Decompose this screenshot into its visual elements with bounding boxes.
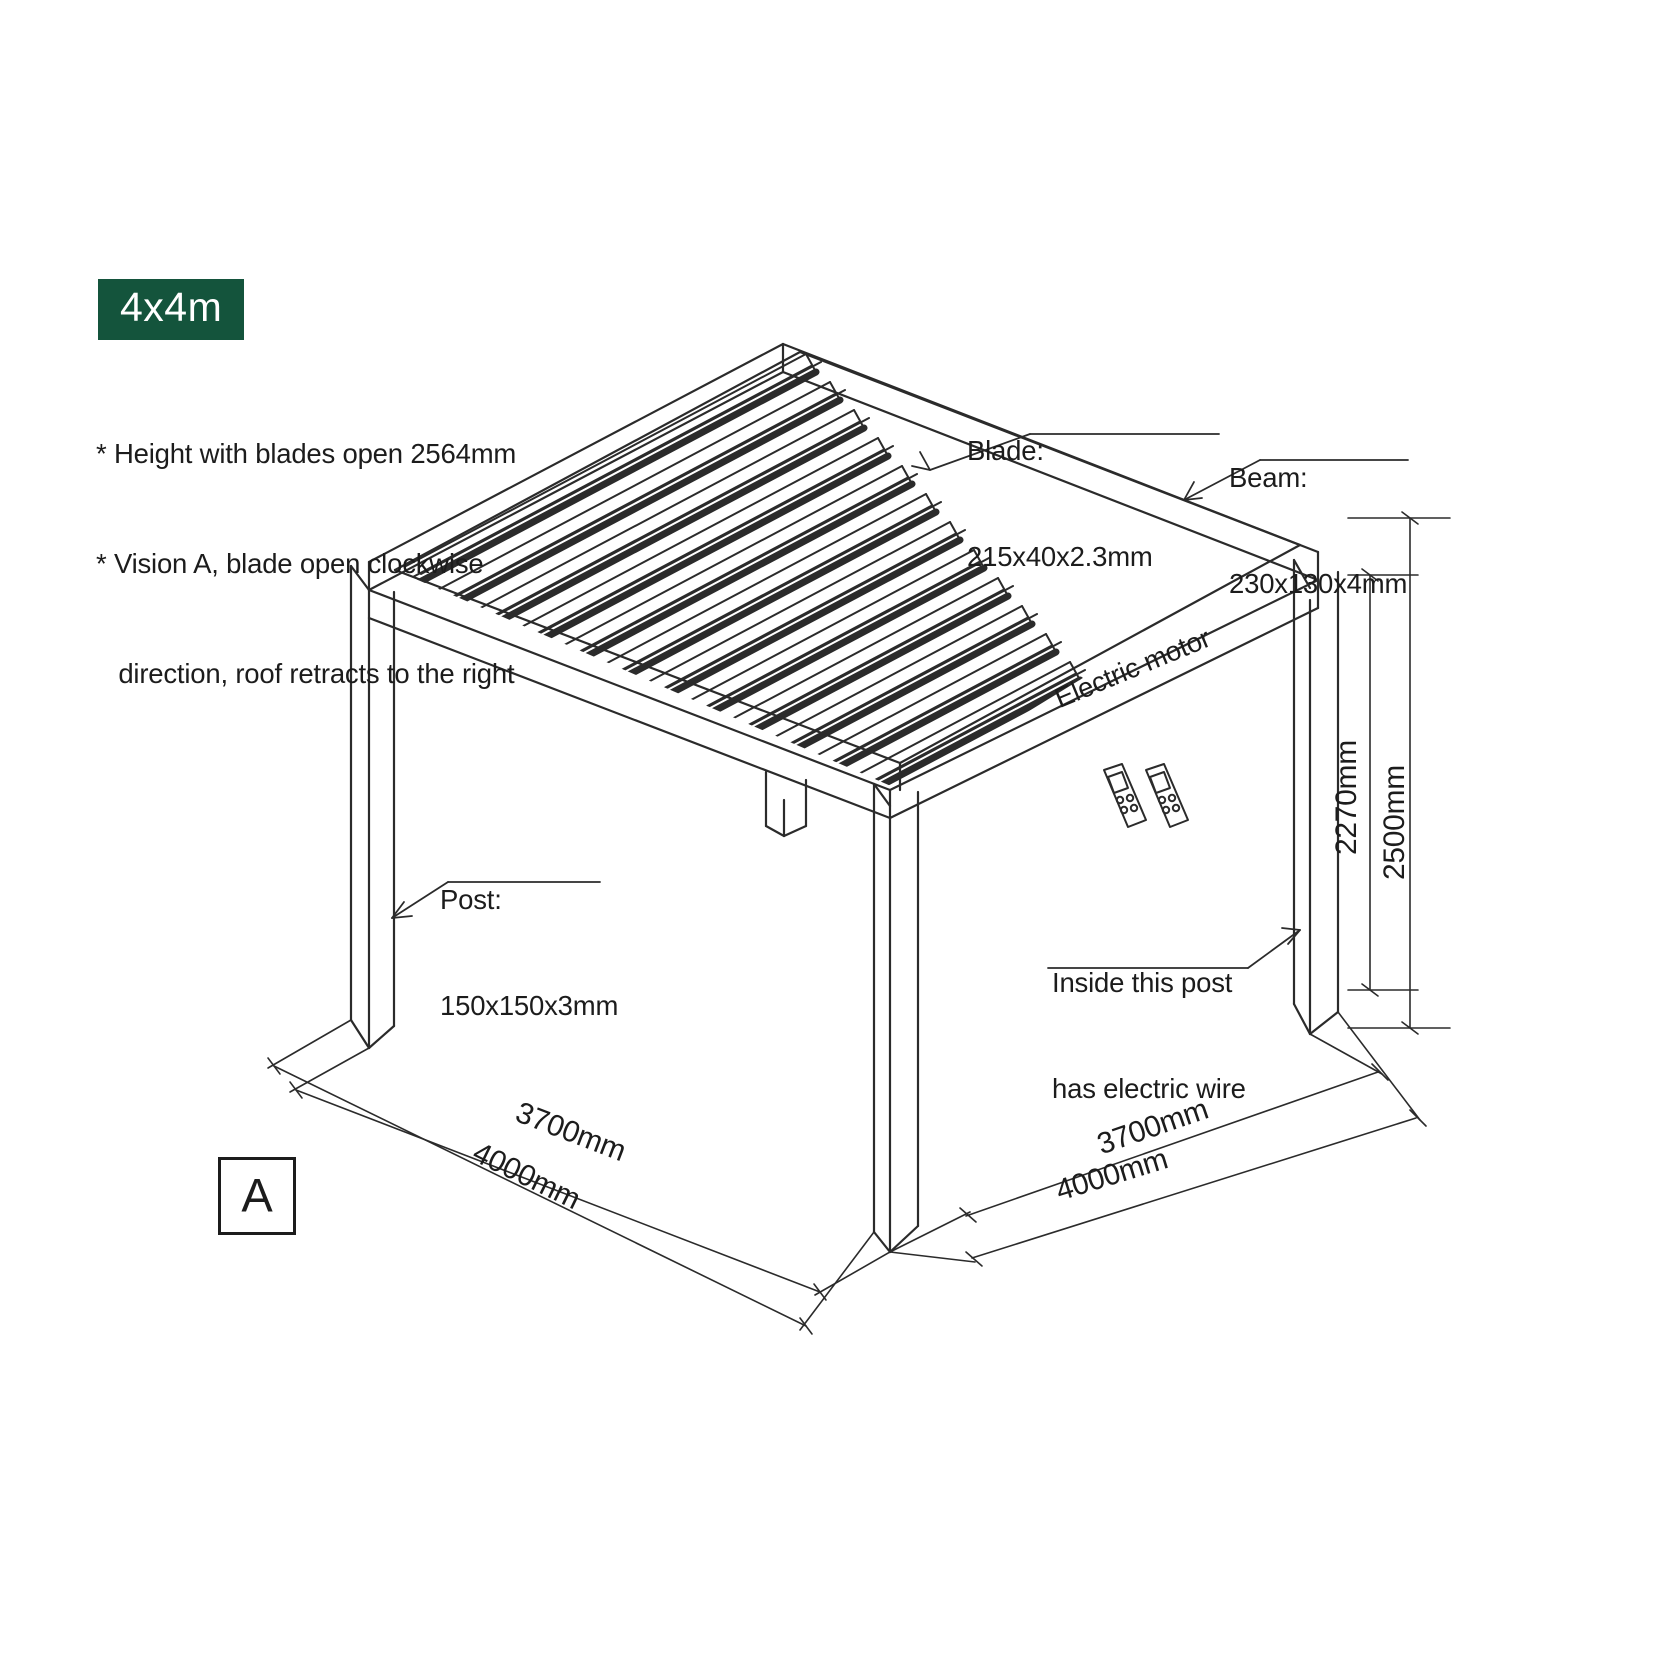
roof-blades	[406, 354, 1157, 976]
dimension-height-outer	[1348, 512, 1450, 1034]
size-badge: 4x4m	[98, 279, 245, 341]
post-rear-stub	[766, 772, 806, 836]
leader-electric-wire	[1048, 928, 1300, 968]
dimension-right-outer	[890, 1012, 1426, 1266]
callout-beam-title: Beam:	[1229, 462, 1308, 494]
callout-beam: Beam: 230x130x4mm	[1229, 390, 1407, 672]
callout-blade: Blade: 215x40x2.3mm	[967, 363, 1153, 645]
view-marker-a: A	[218, 1157, 296, 1235]
callout-beam-spec: 230x130x4mm	[1229, 567, 1408, 599]
callout-electric-wire: Inside this post has electric wire	[1052, 895, 1246, 1177]
roof-frame	[369, 344, 1318, 818]
dimension-right-inner	[890, 1034, 1388, 1252]
remote-control-right	[1146, 764, 1188, 827]
dimension-label-height-inner: 2270mm	[1330, 740, 1363, 855]
note-line-1: * Height with blades open 2564mm	[96, 438, 517, 470]
dimension-label-height-outer: 2500mm	[1378, 765, 1411, 880]
note-line-3: direction, roof retracts to the right	[96, 657, 515, 689]
callout-post: Post: 150x150x3mm	[440, 812, 618, 1094]
callout-electric-wire-line-1: Inside this post	[1052, 967, 1233, 999]
dimension-left-outer	[268, 1020, 874, 1334]
post-front	[874, 784, 918, 1252]
leader-post	[392, 882, 600, 918]
callout-blade-title: Blade:	[967, 435, 1044, 467]
notes-block: * Height with blades open 2564mm * Visio…	[96, 363, 516, 765]
callout-post-title: Post:	[440, 884, 502, 916]
post-left	[351, 566, 394, 1048]
callout-post-spec: 150x150x3mm	[440, 989, 619, 1021]
remote-control-left	[1104, 764, 1146, 827]
dimension-height-inner	[1348, 569, 1418, 996]
callout-blade-spec: 215x40x2.3mm	[967, 540, 1153, 572]
post-right	[1294, 560, 1338, 1034]
leader-beam	[1184, 460, 1408, 500]
view-marker-a-label: A	[241, 1168, 273, 1222]
leader-blade	[912, 434, 1219, 470]
callout-electric-wire-line-2: has electric wire	[1052, 1072, 1246, 1104]
note-line-2: * Vision A, blade open clockwise	[96, 547, 484, 579]
